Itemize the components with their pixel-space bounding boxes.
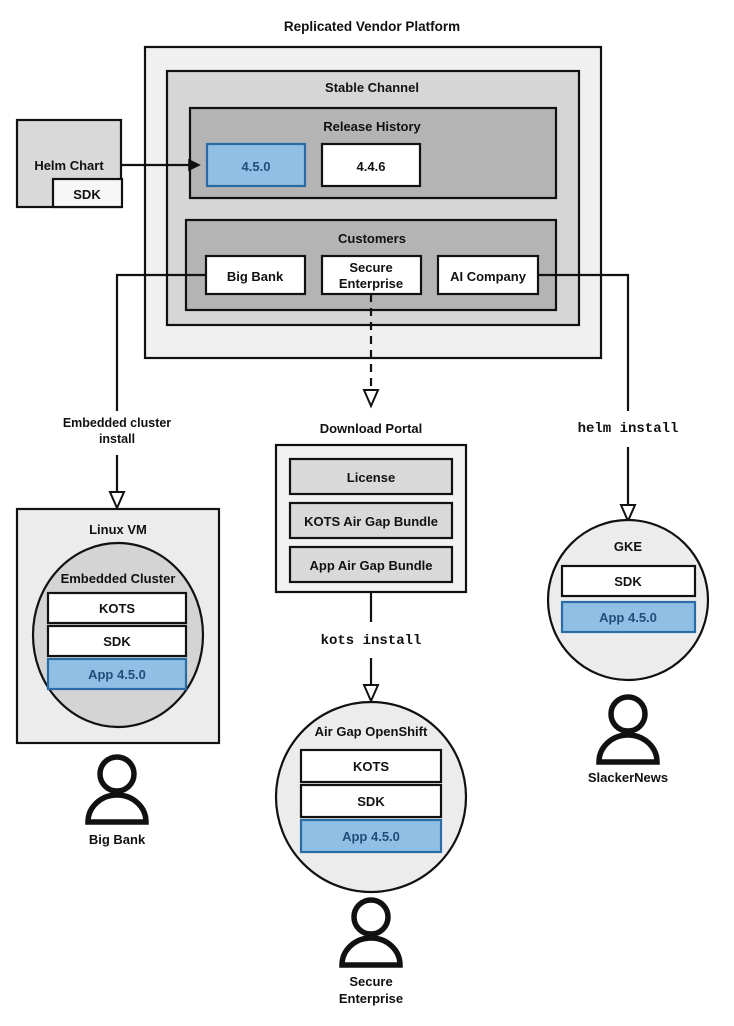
customer-big-bank[interactable] <box>204 254 307 296</box>
release-4-4-6[interactable] <box>320 142 422 188</box>
customer-secure-enterprise[interactable] <box>320 254 423 296</box>
customer-big-bank-label: Big Bank <box>227 269 284 284</box>
linuxvm-component-kots[interactable] <box>46 591 188 625</box>
portal-artifact-license-label: License <box>347 470 395 485</box>
gke-component-app[interactable] <box>560 600 697 634</box>
helm-chart-sdk-label: SDK <box>73 187 101 202</box>
gke-component-sdk[interactable] <box>560 564 697 598</box>
openshift-component-app-label: App 4.5.0 <box>342 829 400 844</box>
download-portal-label: Download Portal <box>320 421 423 436</box>
portal-artifact-app-airgap-label: App Air Gap Bundle <box>309 558 432 573</box>
gke-component-app-label: App 4.5.0 <box>599 610 657 625</box>
target-gke-label: GKE <box>614 539 643 554</box>
target-gke-circle <box>546 518 710 682</box>
release-history-label: Release History <box>323 119 421 134</box>
persona-icon-slackernews-head <box>608 694 648 734</box>
edge-bigbank-to-linuxvm <box>115 273 206 411</box>
edge-aicompany-to-gke-arrowhead <box>619 504 637 524</box>
persona-label-secure-enterprise-line2: Enterprise <box>339 991 403 1006</box>
linuxvm-component-app[interactable] <box>46 657 188 691</box>
customer-ai-company-label: AI Company <box>450 269 527 284</box>
gke-component-sdk-label: SDK <box>614 574 642 589</box>
portal-artifact-kots-airgap[interactable] <box>288 501 454 540</box>
openshift-component-sdk-label: SDK <box>357 794 385 809</box>
portal-artifact-license[interactable] <box>288 457 454 496</box>
linuxvm-component-kots-label: KOTS <box>99 601 135 616</box>
portal-artifact-kots-airgap-label: KOTS Air Gap Bundle <box>304 514 438 529</box>
customer-ai-company[interactable] <box>436 254 540 296</box>
edge-bigbank-to-linuxvm-arrowhead <box>108 491 126 511</box>
release-4-5-0[interactable] <box>205 142 307 188</box>
page-title: Replicated Vendor Platform <box>284 19 460 34</box>
edge-secure-to-portal-arrowhead <box>362 389 380 409</box>
persona-label-secure-enterprise-line1: Secure <box>349 974 392 989</box>
target-linux-vm-label: Linux VM <box>89 522 147 537</box>
customers-label: Customers <box>338 231 406 246</box>
persona-icon-big-bank-head <box>97 754 137 794</box>
edge-label-embedded-install-line2: install <box>99 432 135 446</box>
openshift-component-app[interactable] <box>299 818 443 854</box>
persona-icon-secure-enterprise-head <box>351 897 391 937</box>
edge-label-kots-install: kots install <box>321 633 422 649</box>
persona-icon-slackernews-body <box>596 732 660 765</box>
release-4-5-0-label: 4.5.0 <box>242 159 271 174</box>
linuxvm-component-app-label: App 4.5.0 <box>88 667 146 682</box>
stable-channel-label: Stable Channel <box>325 80 419 95</box>
persona-label-slackernews: SlackerNews <box>588 770 668 785</box>
helm-chart-sdk-box[interactable] <box>51 177 124 209</box>
linuxvm-component-sdk[interactable] <box>46 624 188 658</box>
openshift-component-kots[interactable] <box>299 748 443 784</box>
release-4-4-6-label: 4.4.6 <box>357 159 386 174</box>
edge-portal-to-openshift-arrowhead <box>362 684 380 704</box>
customer-secure-enterprise-label-line2: Enterprise <box>339 276 403 291</box>
edge-helm-to-release-arrowhead <box>188 158 201 172</box>
portal-artifact-app-airgap[interactable] <box>288 545 454 584</box>
embedded-cluster-label: Embedded Cluster <box>61 571 176 586</box>
target-air-gap-openshift-label: Air Gap OpenShift <box>315 724 428 739</box>
edge-aicompany-to-gke <box>538 273 630 411</box>
customer-secure-enterprise-label-line1: Secure <box>349 260 392 275</box>
linuxvm-component-sdk-label: SDK <box>103 634 131 649</box>
persona-icon-secure-enterprise-body <box>339 935 403 968</box>
edge-label-embedded-install-line1: Embedded cluster <box>63 416 171 430</box>
openshift-component-kots-label: KOTS <box>353 759 389 774</box>
persona-icon-big-bank-body <box>85 792 149 825</box>
openshift-component-sdk[interactable] <box>299 783 443 819</box>
edge-label-helm-install: helm install <box>578 421 679 437</box>
helm-chart-label: Helm Chart <box>34 158 104 173</box>
persona-label-big-bank: Big Bank <box>89 832 146 847</box>
